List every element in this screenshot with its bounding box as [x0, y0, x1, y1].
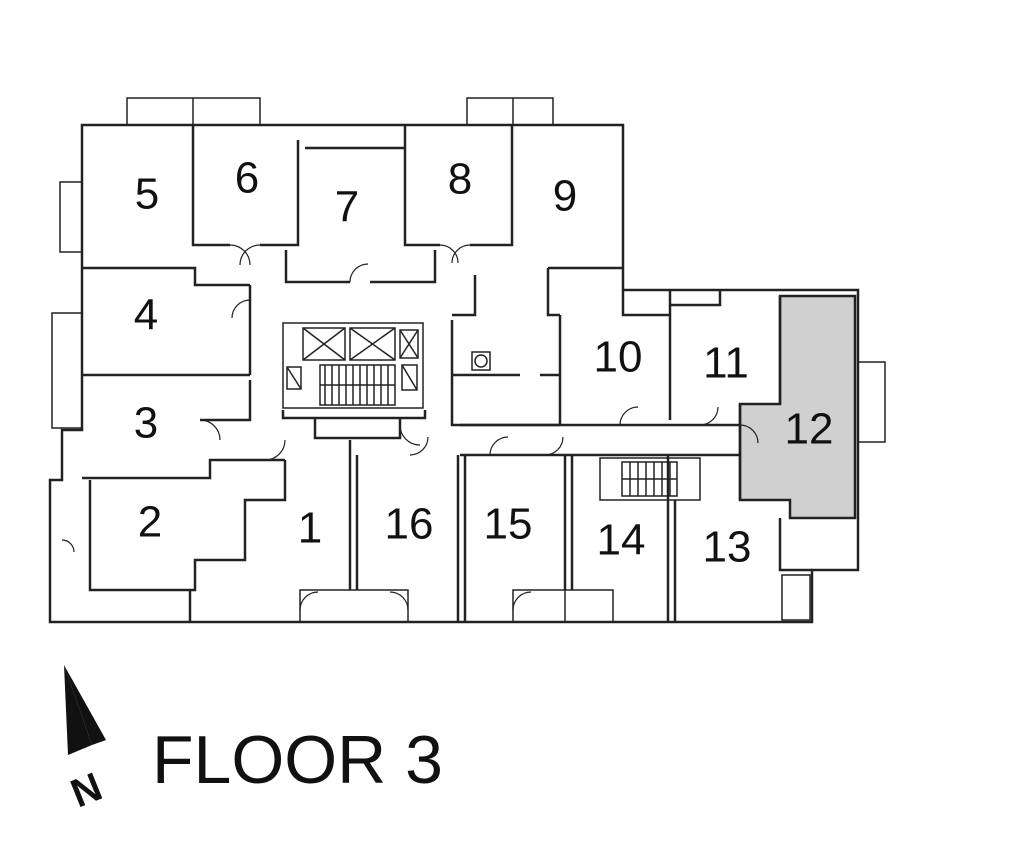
unit-label-8[interactable]: 8 — [448, 155, 472, 204]
unit-labels: 5 6 7 8 9 4 3 2 1 16 15 14 13 10 11 12 — [134, 154, 834, 572]
unit-label-1[interactable]: 1 — [298, 504, 322, 553]
unit-label-10[interactable]: 10 — [594, 333, 643, 382]
unit-12-highlight[interactable] — [738, 294, 857, 520]
elevator-core — [282, 322, 424, 409]
balcony-left-lower — [51, 312, 83, 429]
unit-label-15[interactable]: 15 — [484, 500, 533, 549]
unit-label-6[interactable]: 6 — [235, 154, 259, 203]
unit-label-5[interactable]: 5 — [135, 170, 159, 219]
floor-title: FLOOR 3 — [152, 722, 443, 798]
unit-label-4[interactable]: 4 — [134, 291, 158, 340]
stair-east — [599, 457, 701, 501]
unit-label-7[interactable]: 7 — [335, 183, 359, 232]
unit-label-13[interactable]: 13 — [703, 523, 752, 572]
balcony-top-right — [466, 97, 554, 126]
unit-label-9[interactable]: 9 — [553, 172, 577, 221]
unit-label-12[interactable]: 12 — [785, 405, 834, 454]
unit-label-3[interactable]: 3 — [134, 399, 158, 448]
unit-label-14[interactable]: 14 — [597, 516, 646, 565]
stair-core — [319, 364, 396, 406]
balcony-left — [59, 181, 83, 253]
balcony-right — [857, 361, 886, 443]
north-label: N — [65, 765, 108, 817]
unit-label-2[interactable]: 2 — [138, 498, 162, 547]
north-arrow-icon — [64, 665, 106, 755]
unit-label-16[interactable]: 16 — [385, 500, 434, 549]
unit-label-11[interactable]: 11 — [703, 339, 749, 388]
